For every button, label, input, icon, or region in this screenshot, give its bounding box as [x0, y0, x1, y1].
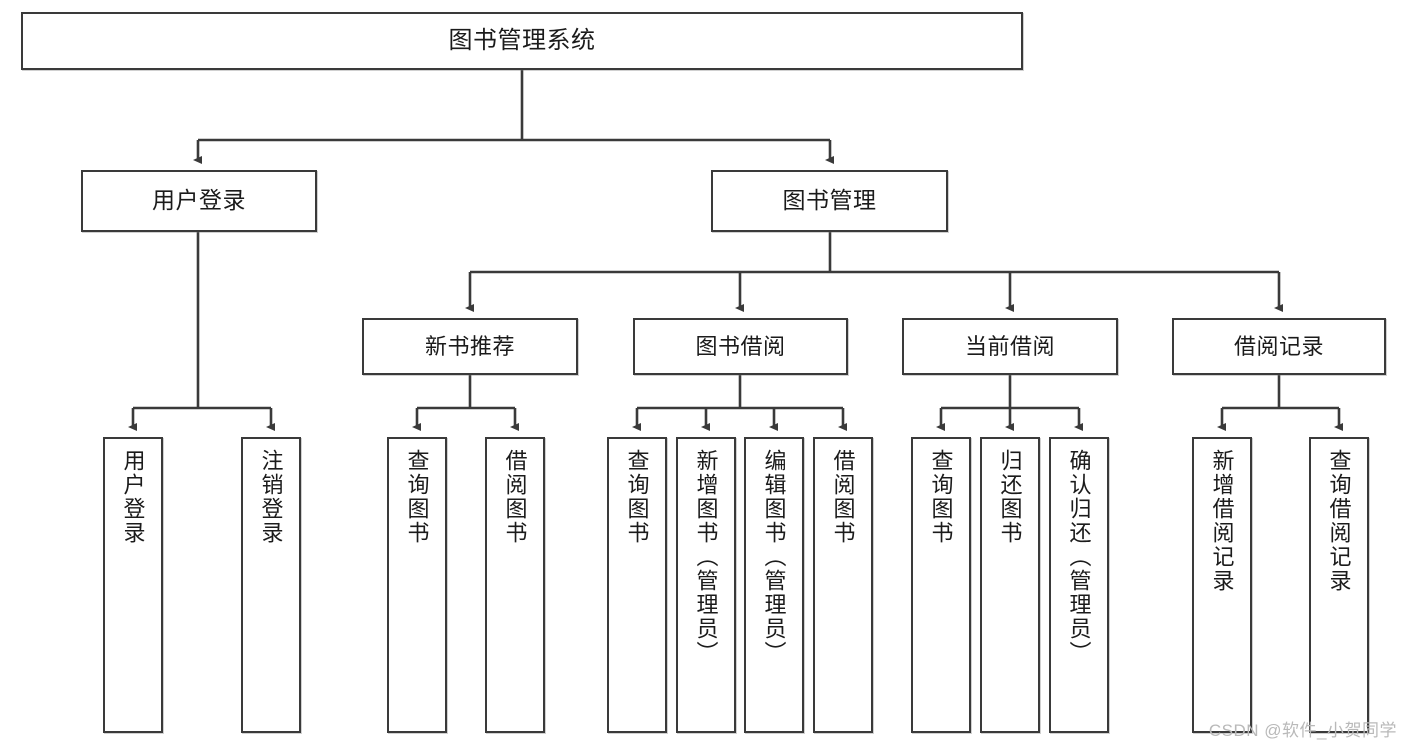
node-label: 借阅记录	[1233, 333, 1324, 359]
leaf-borrow-record-add[interactable]: 新增借阅记录	[1192, 437, 1252, 733]
node-new-book-recommend[interactable]: 新书推荐	[362, 318, 578, 375]
node-label: 确认归还（管理员）	[1066, 449, 1092, 665]
node-label: 图书管理	[782, 187, 877, 214]
leaf-current-borrow-query[interactable]: 查询图书	[911, 437, 971, 733]
node-label: 新书推荐	[424, 333, 515, 359]
leaf-new-book-borrow[interactable]: 借阅图书	[485, 437, 545, 733]
node-label: 编辑图书（管理员）	[761, 449, 787, 665]
leaf-book-borrow-edit[interactable]: 编辑图书（管理员）	[744, 437, 804, 733]
leaf-current-borrow-confirm-return[interactable]: 确认归还（管理员）	[1049, 437, 1109, 733]
leaf-book-borrow-borrow[interactable]: 借阅图书	[813, 437, 873, 733]
node-label: 用户登录	[152, 187, 246, 214]
leaf-book-borrow-add[interactable]: 新增图书（管理员）	[676, 437, 736, 733]
node-label: 查询图书	[624, 449, 650, 545]
leaf-book-borrow-query[interactable]: 查询图书	[607, 437, 667, 733]
node-label: 查询借阅记录	[1326, 449, 1352, 593]
node-label: 归还图书	[997, 449, 1023, 545]
node-label: 新增图书（管理员）	[693, 449, 719, 665]
node-label: 图书借阅	[695, 333, 786, 359]
node-borrow-record[interactable]: 借阅记录	[1172, 318, 1386, 375]
node-label: 查询图书	[404, 449, 430, 545]
node-label: 用户登录	[120, 449, 146, 545]
node-label: 借阅图书	[830, 449, 856, 545]
leaf-user-login-logout[interactable]: 注销登录	[241, 437, 301, 733]
node-user-login[interactable]: 用户登录	[81, 170, 317, 232]
node-book-management[interactable]: 图书管理	[711, 170, 948, 232]
node-current-borrow[interactable]: 当前借阅	[902, 318, 1118, 375]
node-label: 图书管理系统	[448, 26, 596, 54]
leaf-borrow-record-query[interactable]: 查询借阅记录	[1309, 437, 1369, 733]
node-label: 查询图书	[928, 449, 954, 545]
node-label: 当前借阅	[964, 333, 1055, 359]
node-label: 新增借阅记录	[1209, 449, 1235, 593]
csdn-watermark: CSDN @软件_小贺同学	[1208, 721, 1397, 740]
node-label: 借阅图书	[502, 449, 528, 545]
leaf-new-book-query[interactable]: 查询图书	[387, 437, 447, 733]
leaf-current-borrow-return[interactable]: 归还图书	[980, 437, 1040, 733]
leaf-user-login-login[interactable]: 用户登录	[103, 437, 163, 733]
node-label: 注销登录	[258, 449, 284, 545]
node-root-system[interactable]: 图书管理系统	[21, 12, 1023, 70]
node-book-borrow[interactable]: 图书借阅	[633, 318, 848, 375]
